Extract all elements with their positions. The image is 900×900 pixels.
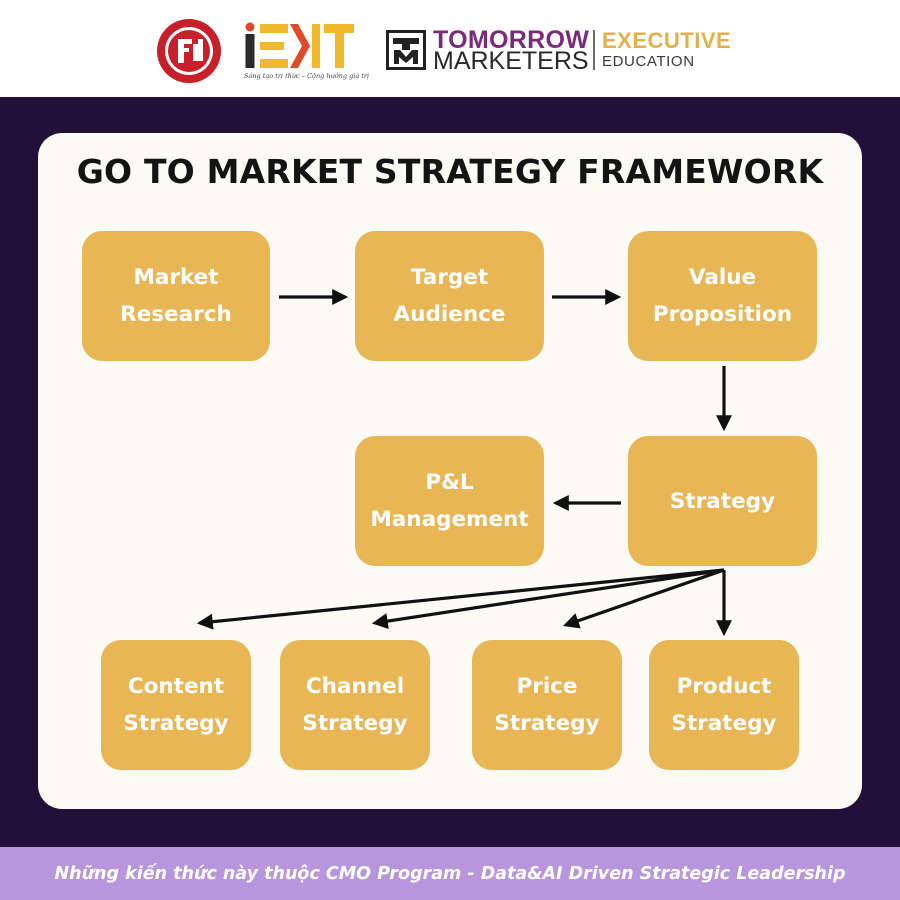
node-line: Research xyxy=(120,302,232,327)
node-line: Strategy xyxy=(494,711,600,736)
ieit-tagline: Sáng tạo tri thức – Cộng hưởng giá trị xyxy=(244,72,370,80)
node-strategy: Strategy xyxy=(628,436,817,566)
node-line: Audience xyxy=(393,302,506,327)
node-line: P&L xyxy=(425,470,474,495)
tm-executive: EXECUTIVE xyxy=(602,28,732,53)
node-line: Market xyxy=(133,265,219,290)
node-line: Content xyxy=(127,674,225,699)
tm-education: EDUCATION xyxy=(602,53,695,70)
tm-line-marketers: MARKETERS xyxy=(433,47,589,75)
tm-monogram-icon xyxy=(386,30,426,70)
node-line: Product xyxy=(676,674,772,699)
node-line: Strategy xyxy=(671,711,777,736)
node-line: Target xyxy=(410,265,489,290)
node-line: Proposition xyxy=(652,302,793,327)
tm-divider xyxy=(593,30,595,70)
tm-line-tomorrow: TOMORROW xyxy=(433,26,590,54)
diagram-title: GO TO MARKET STRATEGY FRAMEWORK xyxy=(76,152,824,191)
node-pl-management: P&L Management xyxy=(355,436,544,566)
node-line: Value xyxy=(688,265,757,290)
node-line: Strategy xyxy=(669,488,776,514)
ftu-seal-logo xyxy=(157,19,221,83)
node-line: Strategy xyxy=(123,711,229,736)
footer-banner: Những kiến thức này thuộc CMO Program - … xyxy=(0,847,900,900)
node-line: Management xyxy=(370,507,529,532)
node-line: Strategy xyxy=(302,711,408,736)
node-line: Price xyxy=(516,674,578,699)
node-line: Channel xyxy=(305,674,405,699)
footer-text: Những kiến thức này thuộc CMO Program - … xyxy=(54,863,846,884)
tomorrow-marketers-logo: TOMORROW MARKETERS EXECUTIVE EDUCATION xyxy=(386,27,731,75)
ieit-logo: Sáng tạo tri thức – Cộng hưởng giá trị xyxy=(244,22,369,86)
ieit-wordmark-icon xyxy=(245,22,354,68)
header-logo-bar: Sáng tạo tri thức – Cộng hưởng giá trị T… xyxy=(0,0,900,97)
